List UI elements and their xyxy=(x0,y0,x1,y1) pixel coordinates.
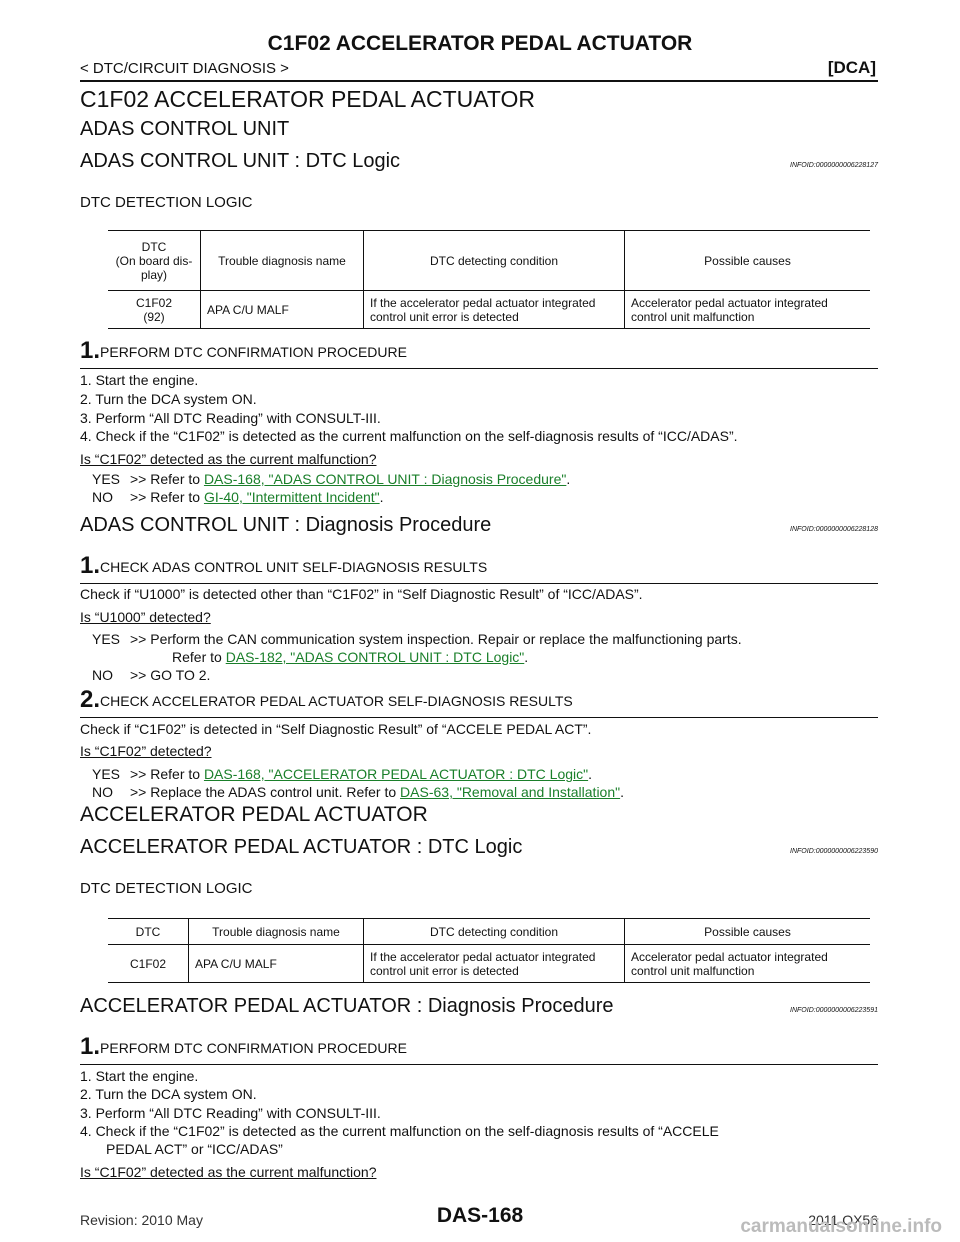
header-rule xyxy=(80,80,878,82)
link-das-168-apa[interactable]: DAS-168, "ACCELERATOR PEDAL ACTUATOR : D… xyxy=(203,766,589,782)
section-heading-apa: ACCELERATOR PEDAL ACTUATOR xyxy=(80,803,428,826)
link-das-182[interactable]: DAS-182, "ADAS CONTROL UNIT : DTC Logic" xyxy=(225,649,525,665)
table-cell: Accelerator pedal actuator integrated co… xyxy=(624,944,870,983)
watermark: carmanualsonline.info xyxy=(740,1216,942,1237)
page-number: DAS-168 xyxy=(436,1204,524,1227)
table-cell: C1F02 (92) xyxy=(135,295,173,324)
dtc-logic-heading: ACCELERATOR PEDAL ACTUATOR : DTC Logic xyxy=(80,836,523,858)
dtc-table-adas: DTC (On board dis- play) Trouble diagnos… xyxy=(108,230,870,329)
model-label: 2011 QX56 xyxy=(808,1212,878,1228)
list-item: 2. Turn the DCA system ON. xyxy=(80,1086,257,1102)
answer-no: NO>> Replace the ADAS control unit. Refe… xyxy=(92,784,624,800)
answer-yes: YES>> Perform the CAN communication syst… xyxy=(92,631,742,647)
paragraph: Check if “U1000” is detected other than … xyxy=(80,586,643,602)
table-cell: If the accelerator pedal actuator integr… xyxy=(363,290,625,329)
table-header: Trouble diagnosis name xyxy=(200,230,364,291)
table-cell: APA C/U MALF xyxy=(200,290,364,329)
table-header: Possible causes xyxy=(624,918,870,945)
question: Is “U1000” detected? xyxy=(80,609,211,625)
question: Is “C1F02” detected as the current malfu… xyxy=(80,1164,377,1180)
answer-no: NO>> Refer to GI-40, "Intermittent Incid… xyxy=(92,489,384,505)
page-title: C1F02 ACCELERATOR PEDAL ACTUATOR xyxy=(80,86,536,112)
question: Is “C1F02” detected? xyxy=(80,743,212,759)
step-heading: 1.PERFORM DTC CONFIRMATION PROCEDURE xyxy=(80,337,878,369)
table-header: DTC detecting condition xyxy=(363,230,625,291)
page-header-title: C1F02 ACCELERATOR PEDAL ACTUATOR xyxy=(267,32,693,55)
list-item-continuation: PEDAL ACT” or “ICC/ADAS” xyxy=(106,1141,283,1157)
table-header: DTC detecting condition xyxy=(363,918,625,945)
section-heading-adas: ADAS CONTROL UNIT xyxy=(80,118,290,140)
step-heading: 1.PERFORM DTC CONFIRMATION PROCEDURE xyxy=(80,1033,878,1065)
list-item: 1. Start the engine. xyxy=(80,372,199,388)
link-das-63[interactable]: DAS-63, "Removal and Installation" xyxy=(400,784,621,800)
table-header: DTC xyxy=(135,924,161,939)
table-cell: If the accelerator pedal actuator integr… xyxy=(363,944,625,983)
infoid-label: INFOID:0000000006228127 xyxy=(790,162,878,169)
breadcrumb: < DTC/CIRCUIT DIAGNOSIS > xyxy=(80,60,289,77)
answer-no: NO>> GO TO 2. xyxy=(92,667,211,683)
infoid-label: INFOID:0000000006223590 xyxy=(790,848,878,855)
link-das-168[interactable]: DAS-168, "ADAS CONTROL UNIT : Diagnosis … xyxy=(203,471,567,487)
step-heading: 2.CHECK ACCELERATOR PEDAL ACTUATOR SELF-… xyxy=(80,686,878,718)
answer-yes: YES>> Refer to DAS-168, "ACCELERATOR PED… xyxy=(92,766,592,782)
answer-yes: YES>> Refer to DAS-168, "ADAS CONTROL UN… xyxy=(92,471,571,487)
list-item: 3. Perform “All DTC Reading” with CONSUL… xyxy=(80,410,381,426)
list-item: 2. Turn the DCA system ON. xyxy=(80,391,257,407)
step-heading: 1.CHECK ADAS CONTROL UNIT SELF-DIAGNOSIS… xyxy=(80,552,878,584)
link-gi-40[interactable]: GI-40, "Intermittent Incident" xyxy=(203,489,380,505)
dtc-table-apa: DTC Trouble diagnosis name DTC detecting… xyxy=(108,918,870,983)
diag-heading: ADAS CONTROL UNIT : Diagnosis Procedure xyxy=(80,514,492,536)
detection-logic-label: DTC DETECTION LOGIC xyxy=(80,880,253,897)
list-item: 4. Check if the “C1F02” is detected as t… xyxy=(80,428,738,444)
table-header: Trouble diagnosis name xyxy=(188,918,364,945)
infoid-label: INFOID:0000000006228128 xyxy=(790,526,878,533)
table-cell: Accelerator pedal actuator integrated co… xyxy=(624,290,870,329)
question: Is “C1F02” detected as the current malfu… xyxy=(80,451,377,467)
list-item: 3. Perform “All DTC Reading” with CONSUL… xyxy=(80,1105,381,1121)
table-header: Possible causes xyxy=(624,230,870,291)
list-item: 4. Check if the “C1F02” is detected as t… xyxy=(80,1123,719,1139)
paragraph: Check if “C1F02” is detected in “Self Di… xyxy=(80,721,592,737)
revision-label: Revision: 2010 May xyxy=(80,1212,203,1228)
table-cell: APA C/U MALF xyxy=(188,944,364,983)
detection-logic-label: DTC DETECTION LOGIC xyxy=(80,194,253,211)
infoid-label: INFOID:0000000006223591 xyxy=(790,1007,878,1014)
answer-yes-refer: Refer to DAS-182, "ADAS CONTROL UNIT : D… xyxy=(172,649,529,665)
list-item: 1. Start the engine. xyxy=(80,1068,199,1084)
diag-heading: ACCELERATOR PEDAL ACTUATOR : Diagnosis P… xyxy=(80,995,614,1017)
table-header: DTC (On board dis- play) xyxy=(115,239,193,282)
table-cell: C1F02 xyxy=(129,956,167,971)
section-tag: [DCA] xyxy=(827,58,876,77)
dtc-logic-heading: ADAS CONTROL UNIT : DTC Logic xyxy=(80,150,401,172)
